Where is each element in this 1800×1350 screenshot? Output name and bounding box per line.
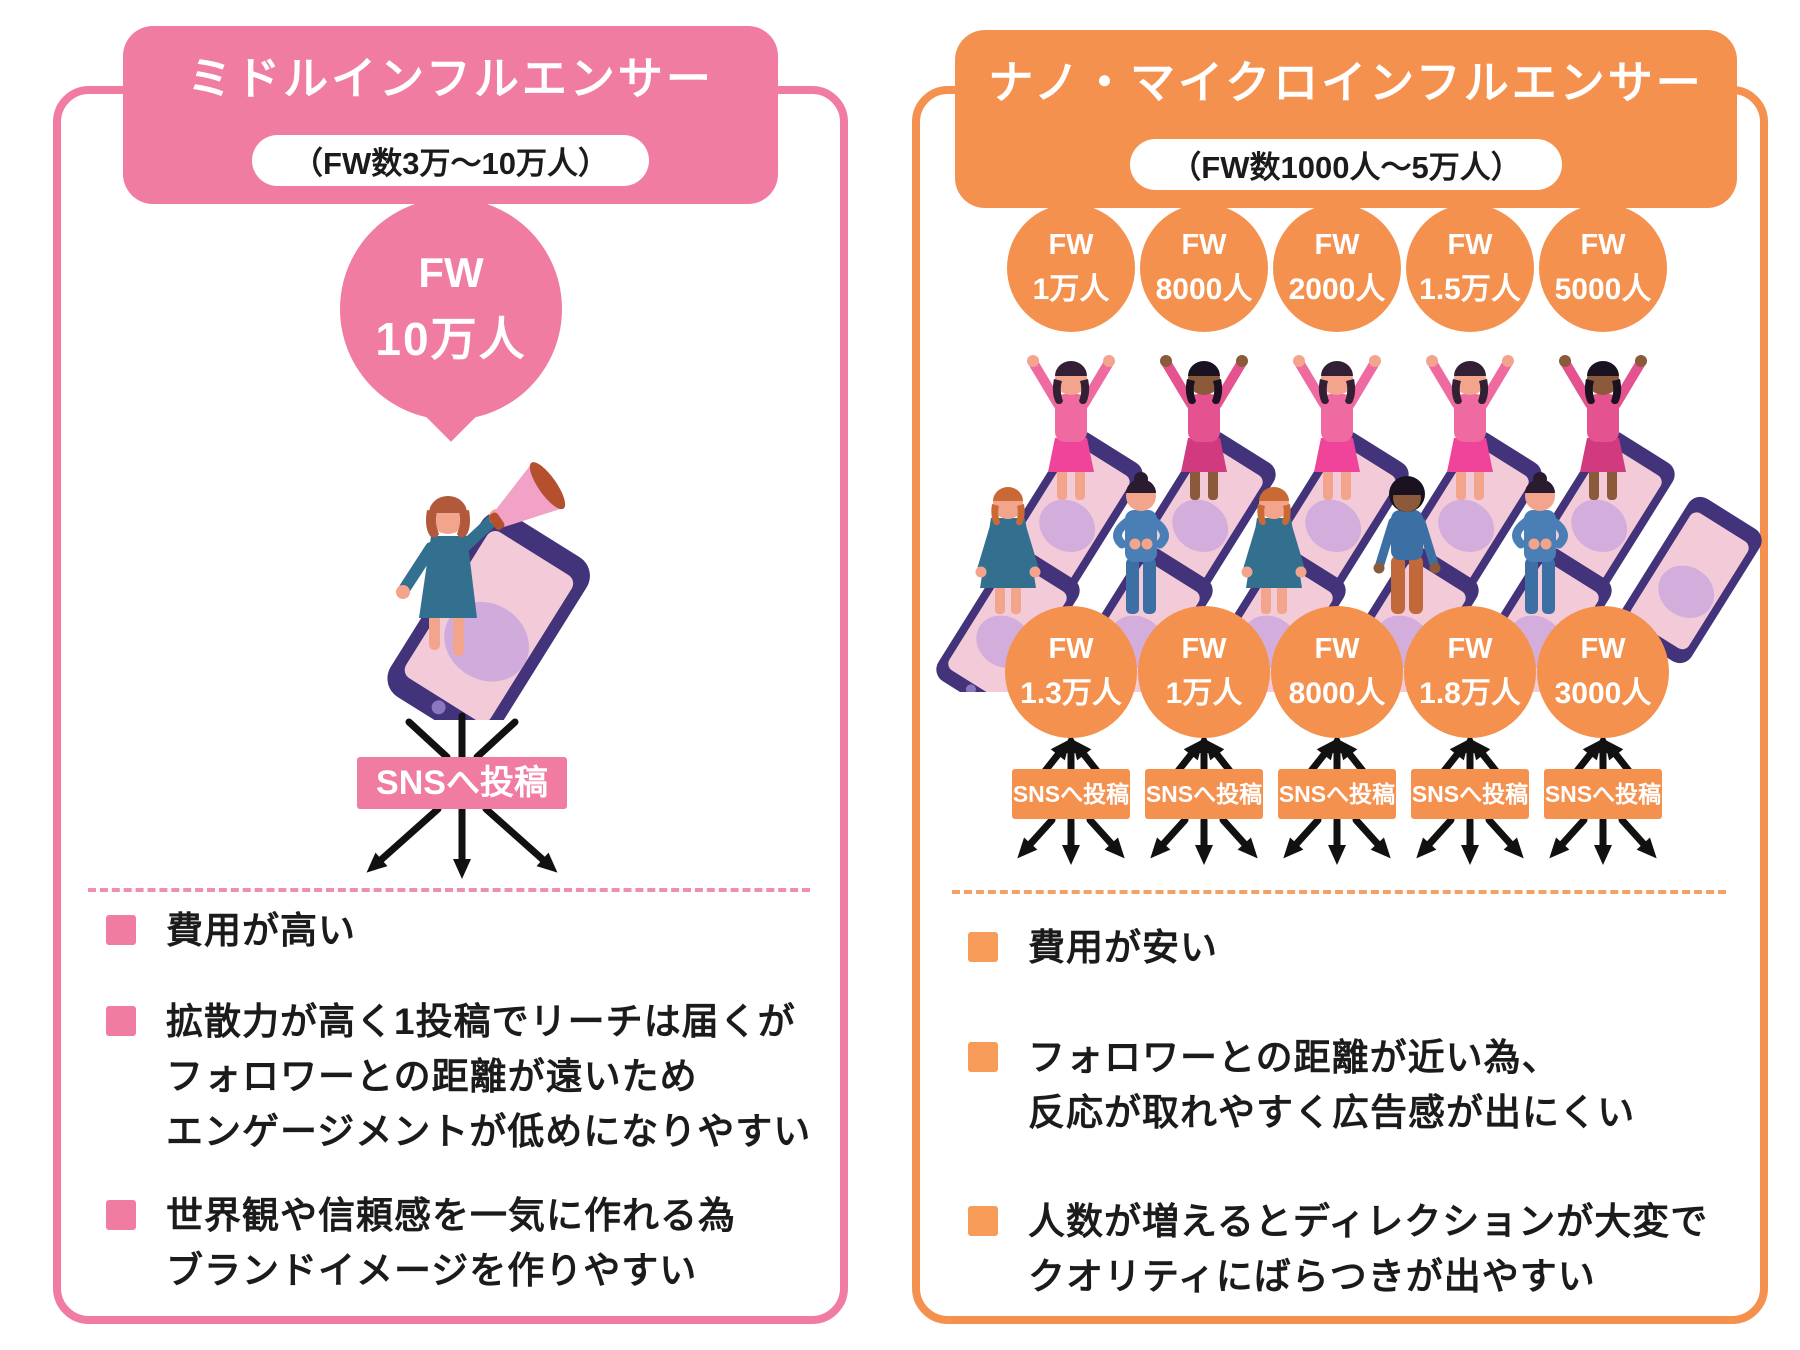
bullet-marker (106, 1006, 136, 1036)
sns-post-label: SNSへ投稿 (1145, 769, 1263, 819)
follower-circle: FW 1.3万人 (1005, 606, 1137, 738)
follower-circle: FW 1万人 (1007, 204, 1135, 332)
follower-circle: FW 2000人 (1273, 204, 1401, 332)
bullet-marker (106, 915, 136, 945)
page-title-right: ナノ・マイクロインフルエンサー (988, 57, 1704, 108)
follower-circle: FW 1万人 (1138, 606, 1270, 738)
sns-post-label: SNSへ投稿 (1278, 769, 1396, 819)
divider-right (952, 890, 1726, 894)
page-title-left: ミドルインフルエンサー (187, 53, 714, 104)
bullet-marker (968, 1042, 998, 1072)
divider-left (88, 888, 810, 892)
follower-range-right: （FW数1000人〜5万人） (1130, 139, 1562, 190)
bullet-item: 拡散力が高く1投稿でリーチは届くが フォロワーとの距離が遠いため エンゲージメン… (106, 994, 811, 1159)
bullet-item: 費用が高い (106, 903, 356, 958)
bullet-marker (968, 1206, 998, 1236)
sns-post-label: SNSへ投稿 (1411, 769, 1529, 819)
bullet-marker (106, 1200, 136, 1230)
follower-circle: FW 5000人 (1539, 204, 1667, 332)
follower-circle: FW 8000人 (1271, 606, 1403, 738)
middle-influencer-header: ミドルインフルエンサー （FW数3万〜10万人） (123, 26, 778, 204)
follower-circle: FW 1.8万人 (1404, 606, 1536, 738)
bullet-item: 費用が安い (968, 920, 1218, 975)
follower-circle: FW 1.5万人 (1406, 204, 1534, 332)
bubble-value: 10万人 (375, 313, 527, 365)
follower-circle: FW 8000人 (1140, 204, 1268, 332)
megaphone-icon (489, 462, 566, 530)
follower-count-bubble: FW 10万人 (340, 198, 562, 420)
megaphone-influencer-illustration (387, 462, 590, 720)
bullet-marker (968, 932, 998, 962)
sns-post-label: SNSへ投稿 (1544, 769, 1662, 819)
sns-post-label: SNSへ投稿 (1012, 769, 1130, 819)
nano-micro-influencer-header: ナノ・マイクロインフルエンサー （FW数1000人〜5万人） (955, 30, 1737, 208)
sns-post-label-left: SNSへ投稿 (357, 757, 567, 809)
bullet-item: 世界観や信頼感を一気に作れる為 ブランドイメージを作りやすい (106, 1188, 736, 1298)
bubble-label: FW (418, 249, 484, 296)
follower-range-left: （FW数3万〜10万人） (252, 135, 649, 186)
bullet-item: フォロワーとの距離が近い為、 反応が取れやすく広告感が出にくい (968, 1030, 1635, 1140)
follower-circle: FW 3000人 (1537, 606, 1669, 738)
bullet-item: 人数が増えるとディレクションが大変で クオリティにばらつきが出やすい (968, 1194, 1708, 1304)
